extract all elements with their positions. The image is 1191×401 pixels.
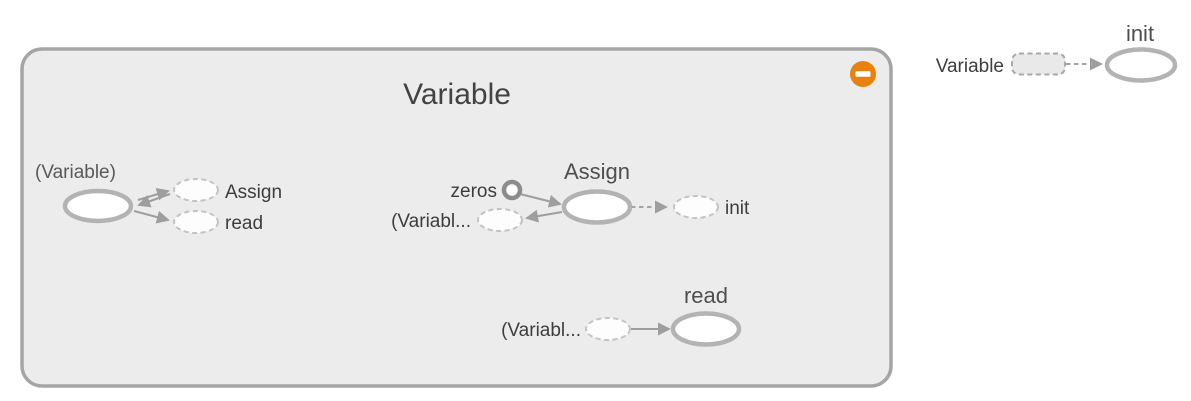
read-op-node[interactable] [670, 311, 742, 347]
assign-ref-node[interactable] [173, 178, 219, 202]
edge-zeros-to-assign [519, 193, 562, 208]
variable-group-title: Variable [403, 78, 511, 111]
read-variable-ref-node[interactable] [585, 317, 631, 341]
init-op-node[interactable] [1104, 47, 1178, 83]
variable-op-node[interactable] [62, 188, 134, 224]
edge-variable-to-read [133, 210, 170, 224]
zeros-label: zeros [451, 181, 497, 202]
assign-op-node[interactable] [561, 189, 633, 225]
assign-group-title: Assign [564, 159, 630, 184]
read-group-title: read [684, 283, 728, 308]
assign-variable-ref-label: (Variabl... [391, 211, 471, 232]
zeros-const-node[interactable] [501, 179, 523, 201]
assign-ref-label: Assign [225, 182, 282, 203]
read-variable-ref-label: (Variabl... [501, 320, 581, 341]
variable-group-node[interactable] [20, 47, 893, 388]
minus-icon [855, 71, 871, 77]
assign-variable-ref-node[interactable] [477, 208, 523, 232]
variable-op-label: (Variable) [35, 162, 116, 183]
collapse-button[interactable] [850, 61, 876, 87]
assign-init-ref-node[interactable] [673, 195, 719, 219]
edge-assign-to-variable [137, 193, 171, 208]
read-ref-node[interactable] [173, 210, 219, 234]
aux-variable-summary-node[interactable] [1011, 52, 1066, 76]
read-ref-label: read [225, 213, 263, 234]
edge-assign-to-variable-ref [525, 209, 563, 223]
assign-init-ref-label: init [725, 198, 750, 219]
init-group-title: init [1126, 21, 1154, 46]
aux-variable-label: Variable [936, 56, 1004, 77]
